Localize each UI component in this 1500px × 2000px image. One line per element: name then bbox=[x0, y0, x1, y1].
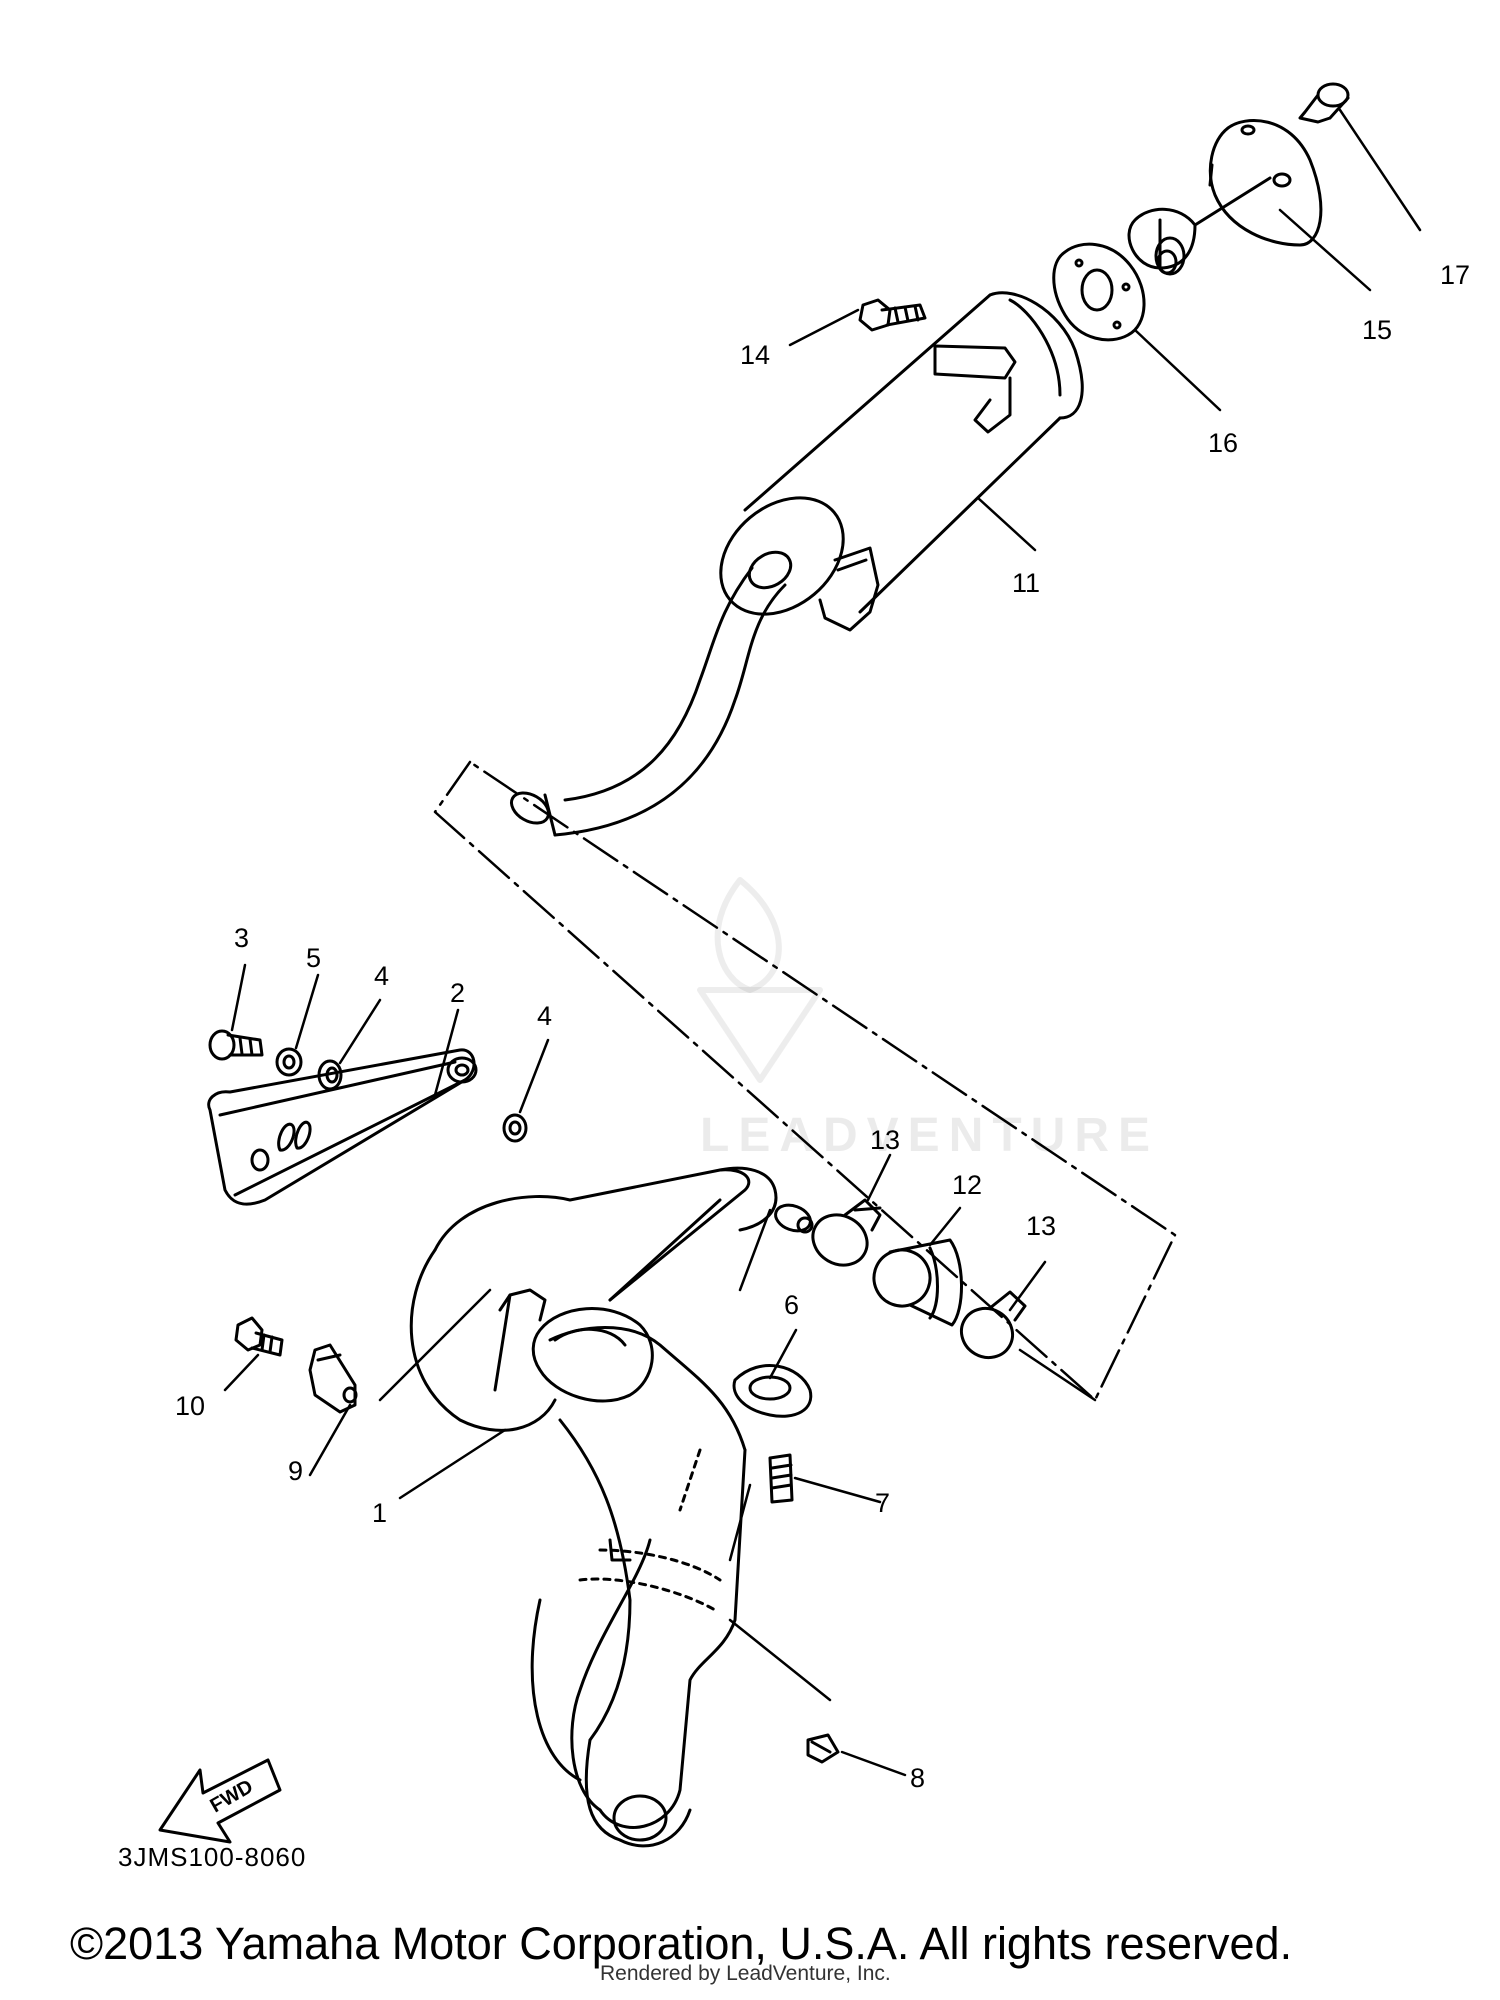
spring-8-icon bbox=[806, 1733, 840, 1764]
watermark-text: LEADVENTURE bbox=[700, 1109, 1160, 1162]
rendered-by-notice: Rendered by LeadVenture, Inc. bbox=[600, 1962, 891, 1985]
callout-14: 14 bbox=[740, 340, 771, 370]
bolt-10-icon bbox=[234, 1316, 284, 1357]
watermark-logo-icon bbox=[697, 877, 823, 1083]
bracket-9-icon bbox=[308, 1343, 358, 1414]
bolt-3-icon bbox=[208, 1029, 264, 1061]
muffler-pipe-icon bbox=[510, 566, 787, 837]
fwd-arrow-icon bbox=[158, 1758, 282, 1844]
fwd-label: FWD bbox=[207, 1776, 257, 1818]
callout-8: 8 bbox=[910, 1763, 926, 1793]
connection-frame bbox=[433, 760, 1177, 1402]
washer-4-upper-icon bbox=[317, 1059, 343, 1091]
gasket-16-icon bbox=[1052, 242, 1146, 342]
callout-5: 5 bbox=[306, 943, 322, 973]
leader-lines bbox=[223, 108, 1422, 1777]
callout-15: 15 bbox=[1362, 315, 1393, 345]
washer-4-lower-icon bbox=[502, 1113, 528, 1143]
bracket-2-icon bbox=[207, 1048, 478, 1206]
callout-13-left: 13 bbox=[870, 1125, 901, 1155]
callout-17: 17 bbox=[1440, 260, 1471, 290]
muffler-11-icon bbox=[719, 291, 1084, 632]
clamp-13a-icon bbox=[811, 1198, 882, 1267]
callout-3: 3 bbox=[234, 923, 250, 953]
spring-7-icon bbox=[768, 1453, 794, 1504]
bolt-14-icon bbox=[858, 298, 927, 332]
callout-13-right: 13 bbox=[1026, 1211, 1057, 1241]
callout-7: 7 bbox=[875, 1488, 891, 1518]
hose-12-icon bbox=[872, 1238, 963, 1327]
expansion-chamber-1-icon bbox=[409, 1166, 814, 1848]
callout-10: 10 bbox=[175, 1391, 206, 1421]
bolt-17-icon bbox=[1298, 82, 1350, 124]
callout-11: 11 bbox=[1012, 568, 1041, 598]
callout-6: 6 bbox=[784, 1290, 800, 1320]
callout-16: 16 bbox=[1208, 428, 1239, 458]
callout-1: 1 bbox=[372, 1498, 388, 1528]
outlet-pipe-15-icon bbox=[1127, 119, 1323, 276]
callout-9: 9 bbox=[288, 1456, 304, 1486]
callout-12: 12 bbox=[952, 1170, 983, 1200]
lock-washer-5-icon bbox=[275, 1047, 303, 1077]
callout-4-lower: 4 bbox=[537, 1001, 553, 1031]
callout-4-upper: 4 bbox=[374, 961, 390, 991]
callout-2: 2 bbox=[450, 978, 466, 1008]
copyright-notice: ©2013 Yamaha Motor Corporation, U.S.A. A… bbox=[70, 1918, 1293, 1969]
part-code: 3JMS100-8060 bbox=[118, 1842, 307, 1872]
